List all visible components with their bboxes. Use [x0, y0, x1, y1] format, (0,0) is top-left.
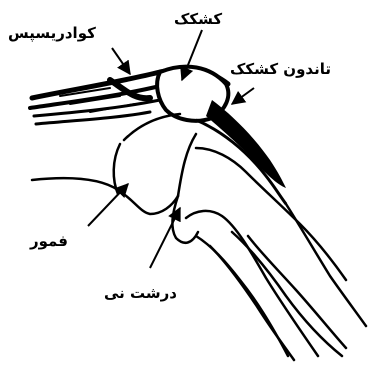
quadriceps-arrow — [112, 48, 130, 74]
tibial-tuberosity-label: درشت نی — [104, 284, 177, 302]
femur-arrow — [88, 184, 128, 226]
patellar-tendon-shape — [206, 100, 286, 188]
patellar-tendon-label: تاندون کشکک — [230, 60, 331, 78]
femur-label: فمور — [29, 232, 68, 250]
patella-label: کشکک — [174, 10, 222, 28]
patellar-tendon-arrow — [232, 88, 254, 104]
quadriceps-label: کوادریسپس — [8, 24, 96, 43]
